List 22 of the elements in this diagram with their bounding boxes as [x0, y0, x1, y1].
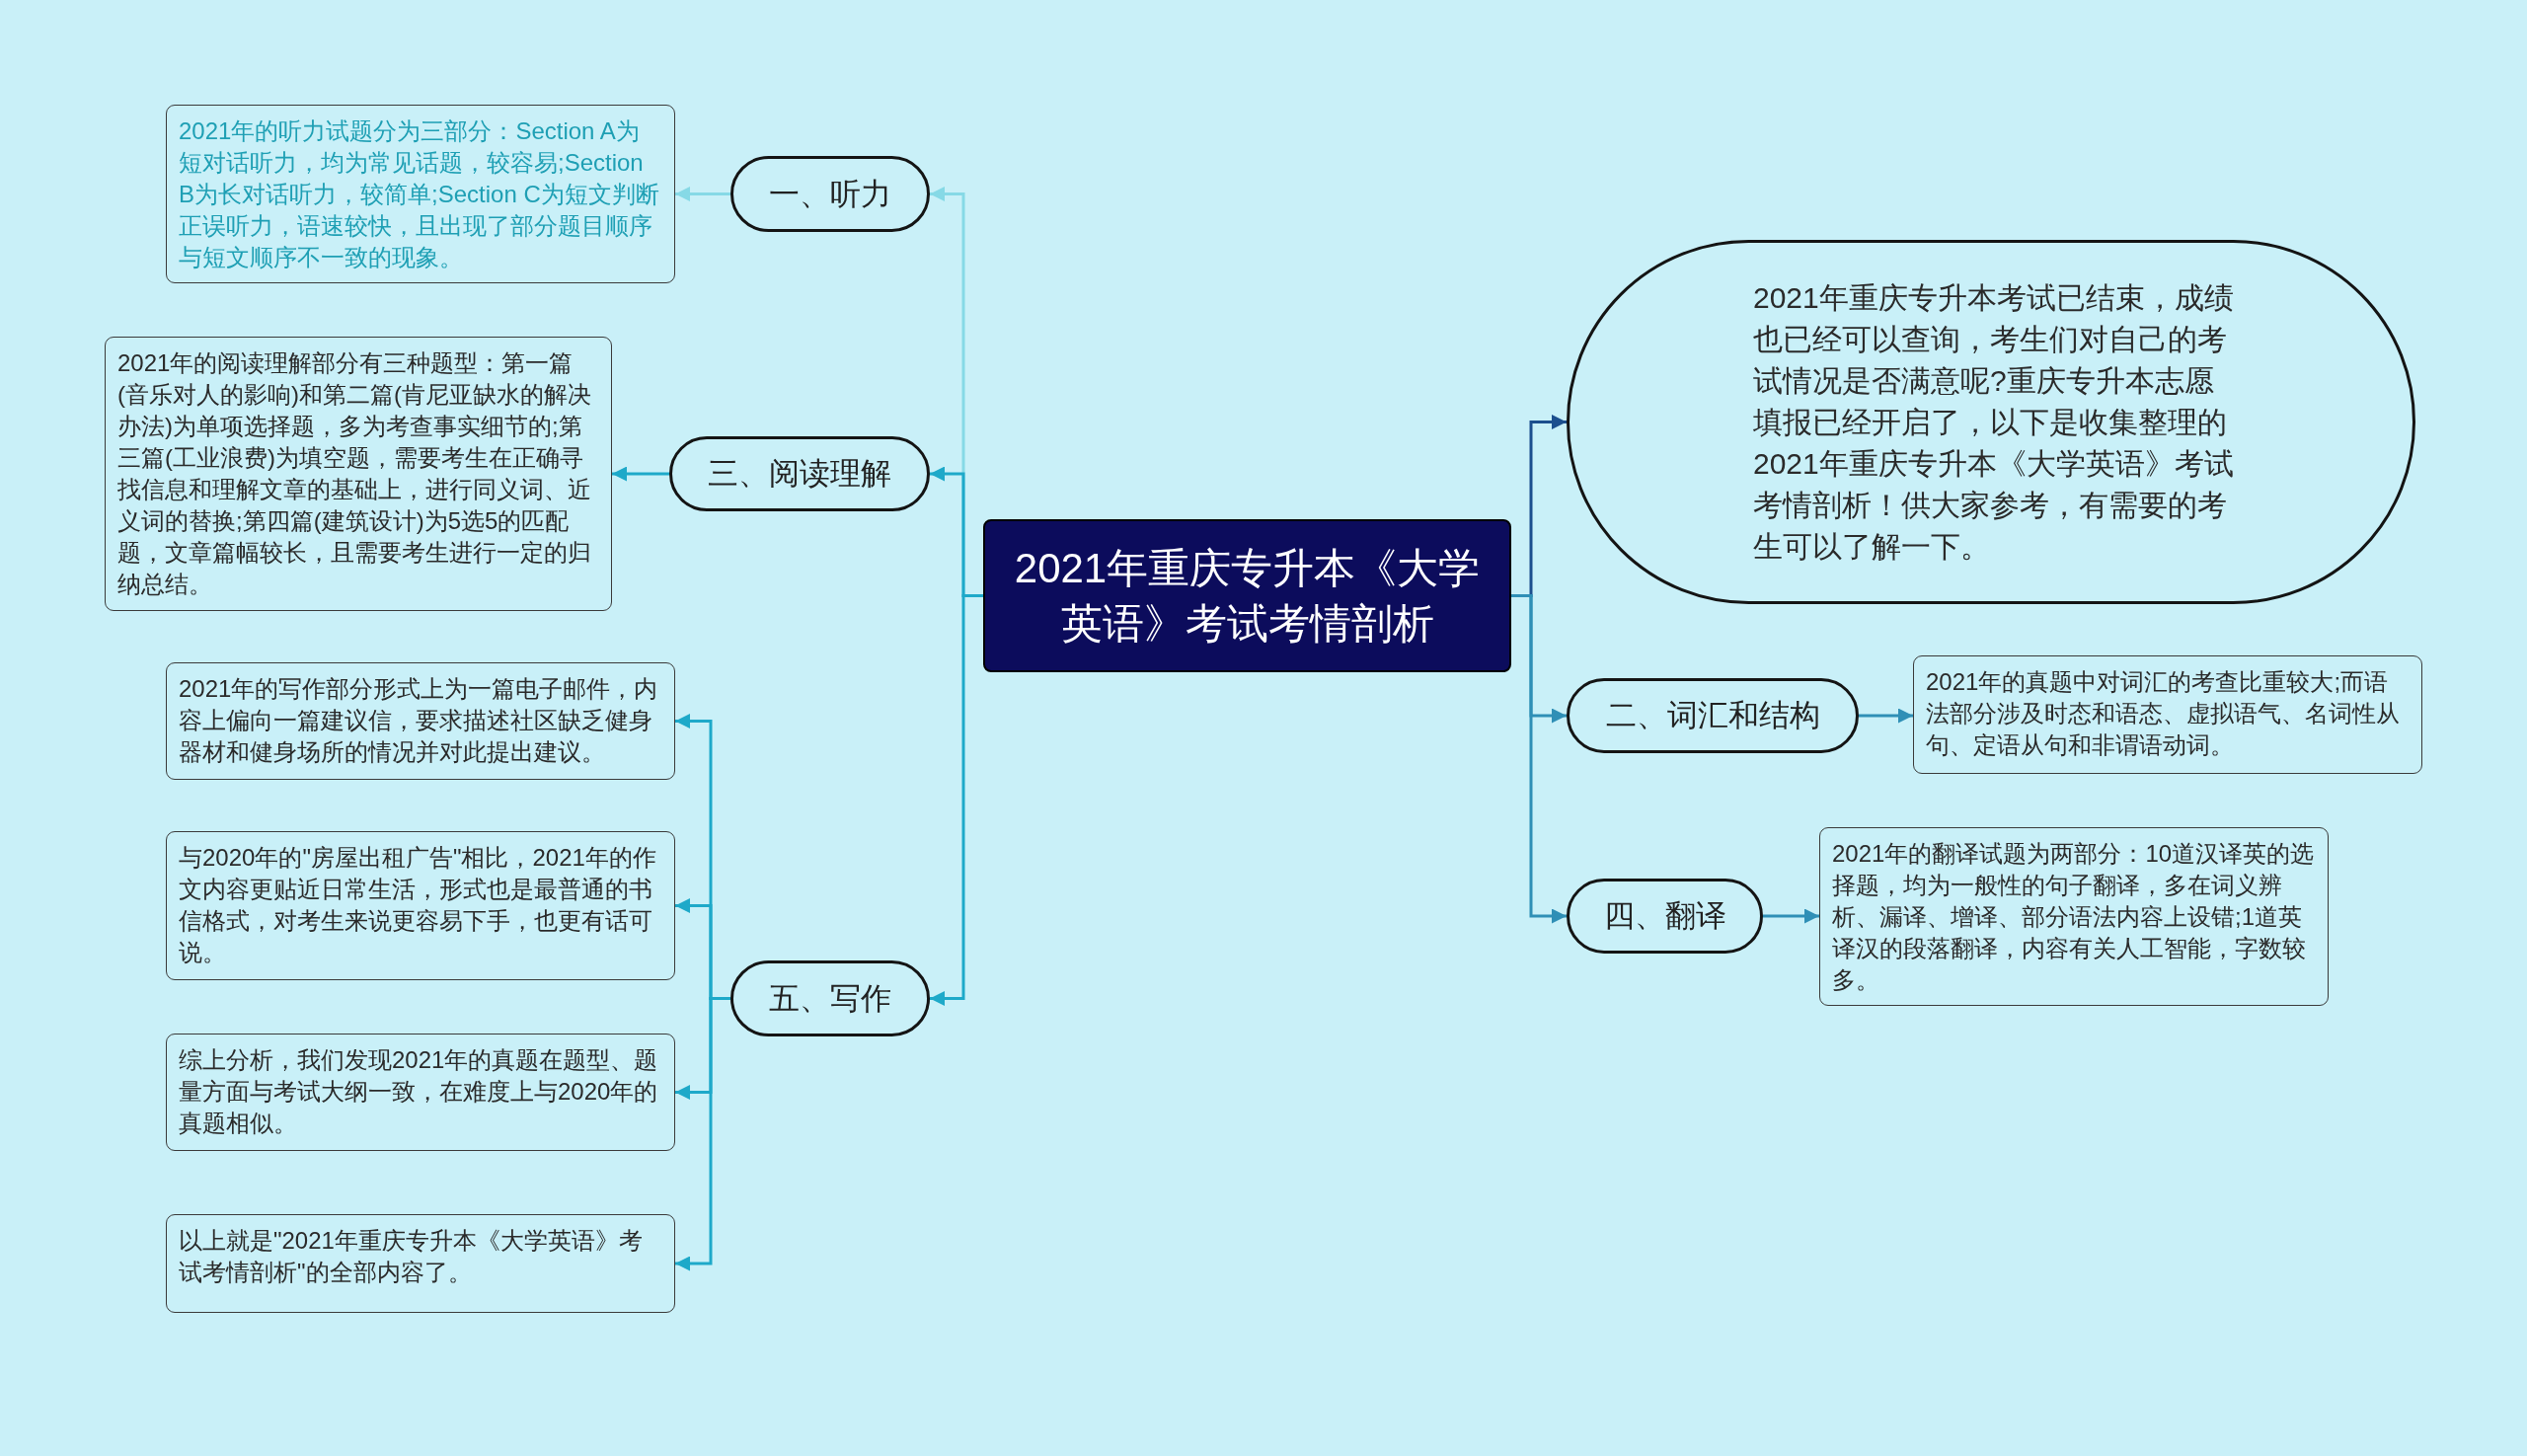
arrow — [675, 187, 730, 201]
note-box: 2021年的写作部分形式上为一篇电子邮件，内容上偏向一篇建议信，要求描述社区缺乏健身器材和健身场所的情况并对此提出建议。 — [166, 662, 675, 780]
arrow — [1763, 908, 1819, 924]
arrow — [1511, 594, 1567, 924]
arrow — [675, 997, 730, 1271]
branch-topic: 五、写作 — [730, 960, 930, 1036]
branch-topic: 三、阅读理解 — [669, 436, 930, 511]
branch-topic: 四、翻译 — [1567, 879, 1763, 954]
arrow — [612, 466, 669, 482]
note-bubble: 2021年重庆专升本考试已结束，成绩也已经可以查询，考生们对自己的考试情况是否满意呢?重庆专升本志愿填报已经开启了，以下是收集整理的2021年重庆专升本《大学英语》考试考情剖析！供大家参考，有需要的考生可以了解一下。 — [1567, 240, 2415, 604]
note-box: 2021年的阅读理解部分有三种题型：第一篇(音乐对人的影响)和第二篇(肯尼亚缺水的解决办法)为单项选择题，多为考查事实细节的;第三篇(工业浪费)为填空题，需要考生在正确寻找信息和理解文章的基础上，进行同义词、近义词的替换;第四篇(建筑设计)为5选5的匹配题，文章篇幅较长，且需要考生进行一定的归纳总结。 — [105, 337, 612, 611]
note-box: 2021年的真题中对词汇的考查比重较大;而语法部分涉及时态和语态、虚拟语气、名词性从句、定语从句和非谓语动词。 — [1913, 655, 2422, 774]
branch-topic: 二、词汇和结构 — [1567, 678, 1859, 753]
central-topic: 2021年重庆专升本《大学英语》考试考情剖析 — [983, 519, 1511, 672]
branch-topic: 一、听力 — [730, 156, 930, 232]
note-box: 以上就是"2021年重庆专升本《大学英语》考试考情剖析"的全部内容了。 — [166, 1214, 675, 1313]
note-box: 2021年的听力试题分为三部分：Section A为短对话听力，均为常见话题，较容易;Section B为长对话听力，较简单;Section C为短文判断正误听力，语速较快，且出现了部分题目顺序与短文顺序不一致的现象。 — [166, 105, 675, 283]
arrow — [1859, 708, 1913, 724]
note-box: 综上分析，我们发现2021年的真题在题型、题量方面与考试大纲一致，在难度上与2020年的真题相似。 — [166, 1034, 675, 1151]
arrow — [930, 594, 983, 1006]
note-box: 与2020年的"房屋出租广告"相比，2021年的作文内容更贴近日常生活，形式也是最普通的书信格式，对考生来说更容易下手，也更有话可说。 — [166, 831, 675, 980]
note-box: 2021年的翻译试题为两部分：10道汉译英的选择题，均为一般性的句子翻译，多在词义辨析、漏译、增译、部分语法内容上设错;1道英译汉的段落翻译，内容有关人工智能，字数较多。 — [1819, 827, 2329, 1006]
